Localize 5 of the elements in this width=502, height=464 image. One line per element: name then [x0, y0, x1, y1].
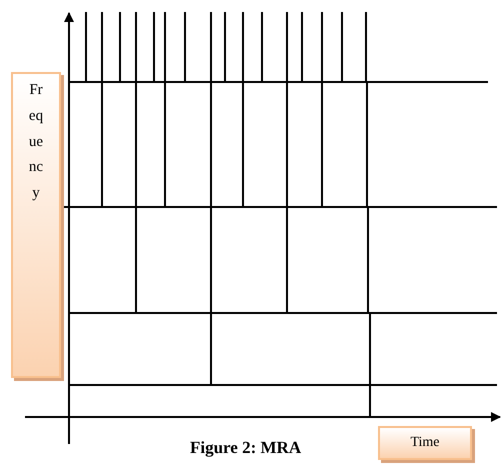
- axis-label: Frequency: [28, 81, 44, 204]
- axis-label-box: [378, 426, 472, 460]
- axis-label: Time: [409, 434, 441, 452]
- figure-caption: Figure 2: MRA: [190, 438, 302, 458]
- axis-label-box: [11, 72, 61, 378]
